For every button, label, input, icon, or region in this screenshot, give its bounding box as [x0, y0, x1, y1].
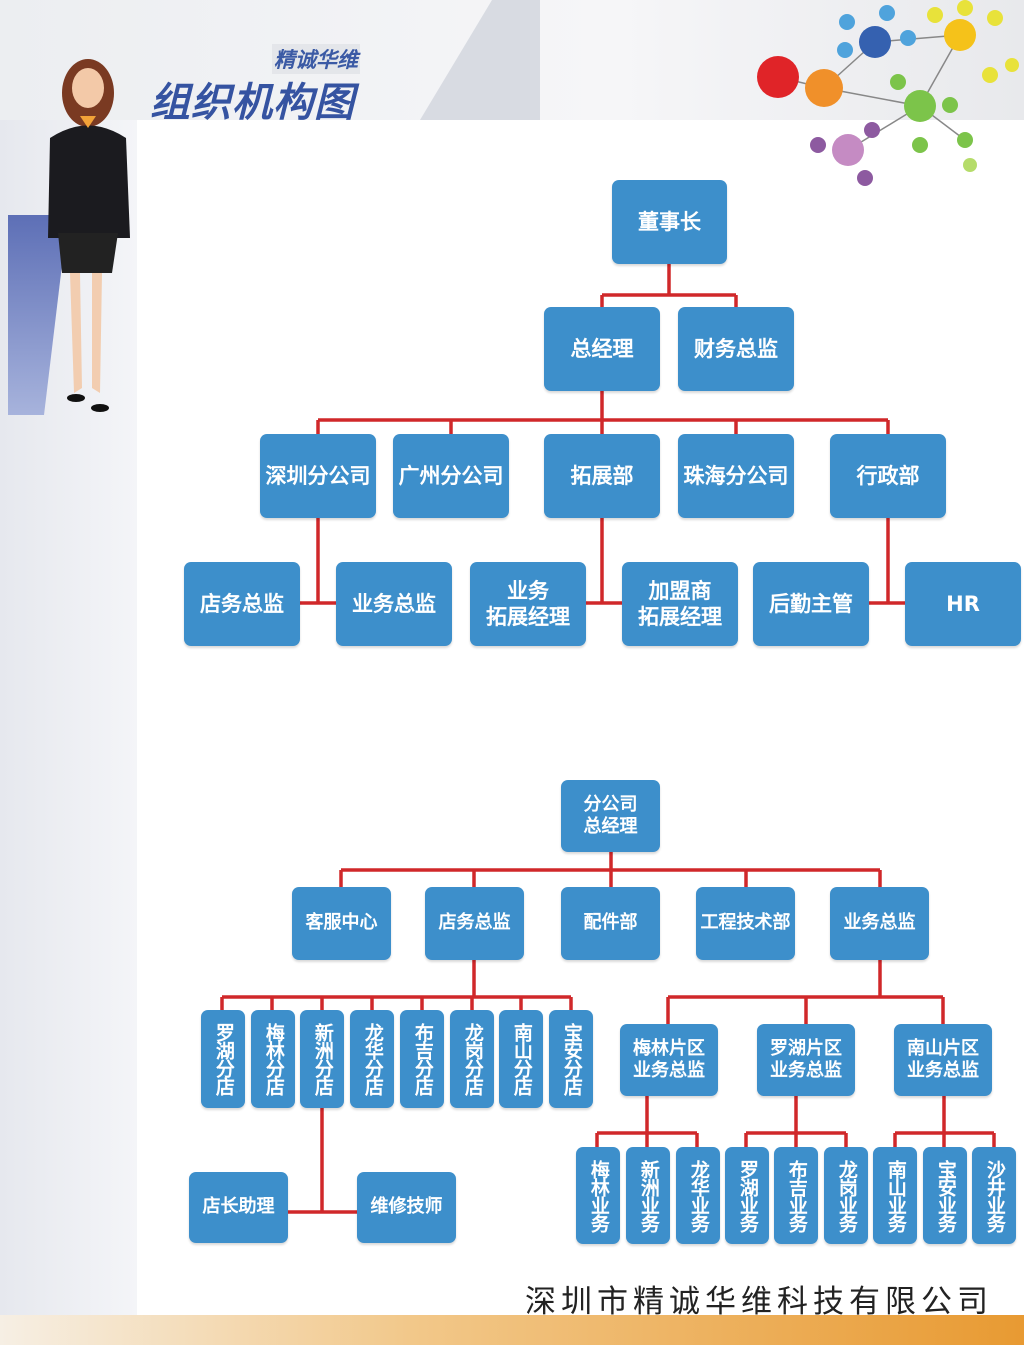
node-region: 罗湖片区 业务总监	[757, 1024, 855, 1096]
node-branch-dept: 客服中心	[292, 887, 391, 960]
node-business: 龙岗业务	[824, 1147, 868, 1244]
node-branch-dept: 店务总监	[425, 887, 524, 960]
node-business: 新洲业务	[626, 1147, 670, 1244]
node-store-staff: 店长助理	[189, 1172, 288, 1243]
node-store: 罗湖分店	[201, 1010, 245, 1108]
node-finance-director: 财务总监	[678, 307, 794, 391]
node-region: 南山片区 业务总监	[894, 1024, 992, 1096]
node-dept: 行政部	[830, 434, 946, 518]
node-store: 龙岗分店	[450, 1010, 494, 1108]
molecule-decoration	[757, 0, 1019, 186]
node-general-manager: 总经理	[544, 307, 660, 391]
node-business: 龙华业务	[676, 1147, 720, 1244]
node-business: 梅林业务	[576, 1147, 620, 1244]
node-dept: 拓展部	[544, 434, 660, 518]
brand-subtitle: 精诚华维	[272, 44, 360, 74]
node-branch-gm: 分公司 总经理	[561, 780, 660, 852]
footer-bar	[0, 1315, 1024, 1345]
node-branch-dept: 业务总监	[830, 887, 929, 960]
node-store: 宝安分店	[549, 1010, 593, 1108]
node-store: 布吉分店	[400, 1010, 444, 1108]
node-store-staff: 维修技师	[357, 1172, 456, 1243]
node-business: 沙井业务	[972, 1147, 1016, 1244]
node-chairman: 董事长	[612, 180, 727, 264]
node-sub: HR	[905, 562, 1021, 646]
node-store: 南山分店	[499, 1010, 543, 1108]
node-business: 罗湖业务	[725, 1147, 769, 1244]
node-store: 梅林分店	[251, 1010, 295, 1108]
node-sub: 后勤主管	[753, 562, 869, 646]
businesswoman-illustration	[48, 59, 130, 412]
node-branch-dept: 工程技术部	[696, 887, 795, 960]
node-store: 新洲分店	[300, 1010, 344, 1108]
node-sub: 业务 拓展经理	[470, 562, 586, 646]
company-name: 深圳市精诚华维科技有限公司	[525, 1284, 993, 1320]
node-sub: 业务总监	[336, 562, 452, 646]
node-dept: 珠海分公司	[678, 434, 794, 518]
node-branch-dept: 配件部	[561, 887, 660, 960]
node-dept: 广州分公司	[393, 434, 509, 518]
node-business: 布吉业务	[774, 1147, 818, 1244]
node-business: 南山业务	[873, 1147, 917, 1244]
node-sub: 店务总监	[184, 562, 300, 646]
node-dept: 深圳分公司	[260, 434, 376, 518]
node-store: 龙华分店	[350, 1010, 394, 1108]
node-business: 宝安业务	[923, 1147, 967, 1244]
page-title: 组织机构图	[150, 80, 355, 126]
node-sub: 加盟商 拓展经理	[622, 562, 738, 646]
node-region: 梅林片区 业务总监	[620, 1024, 718, 1096]
